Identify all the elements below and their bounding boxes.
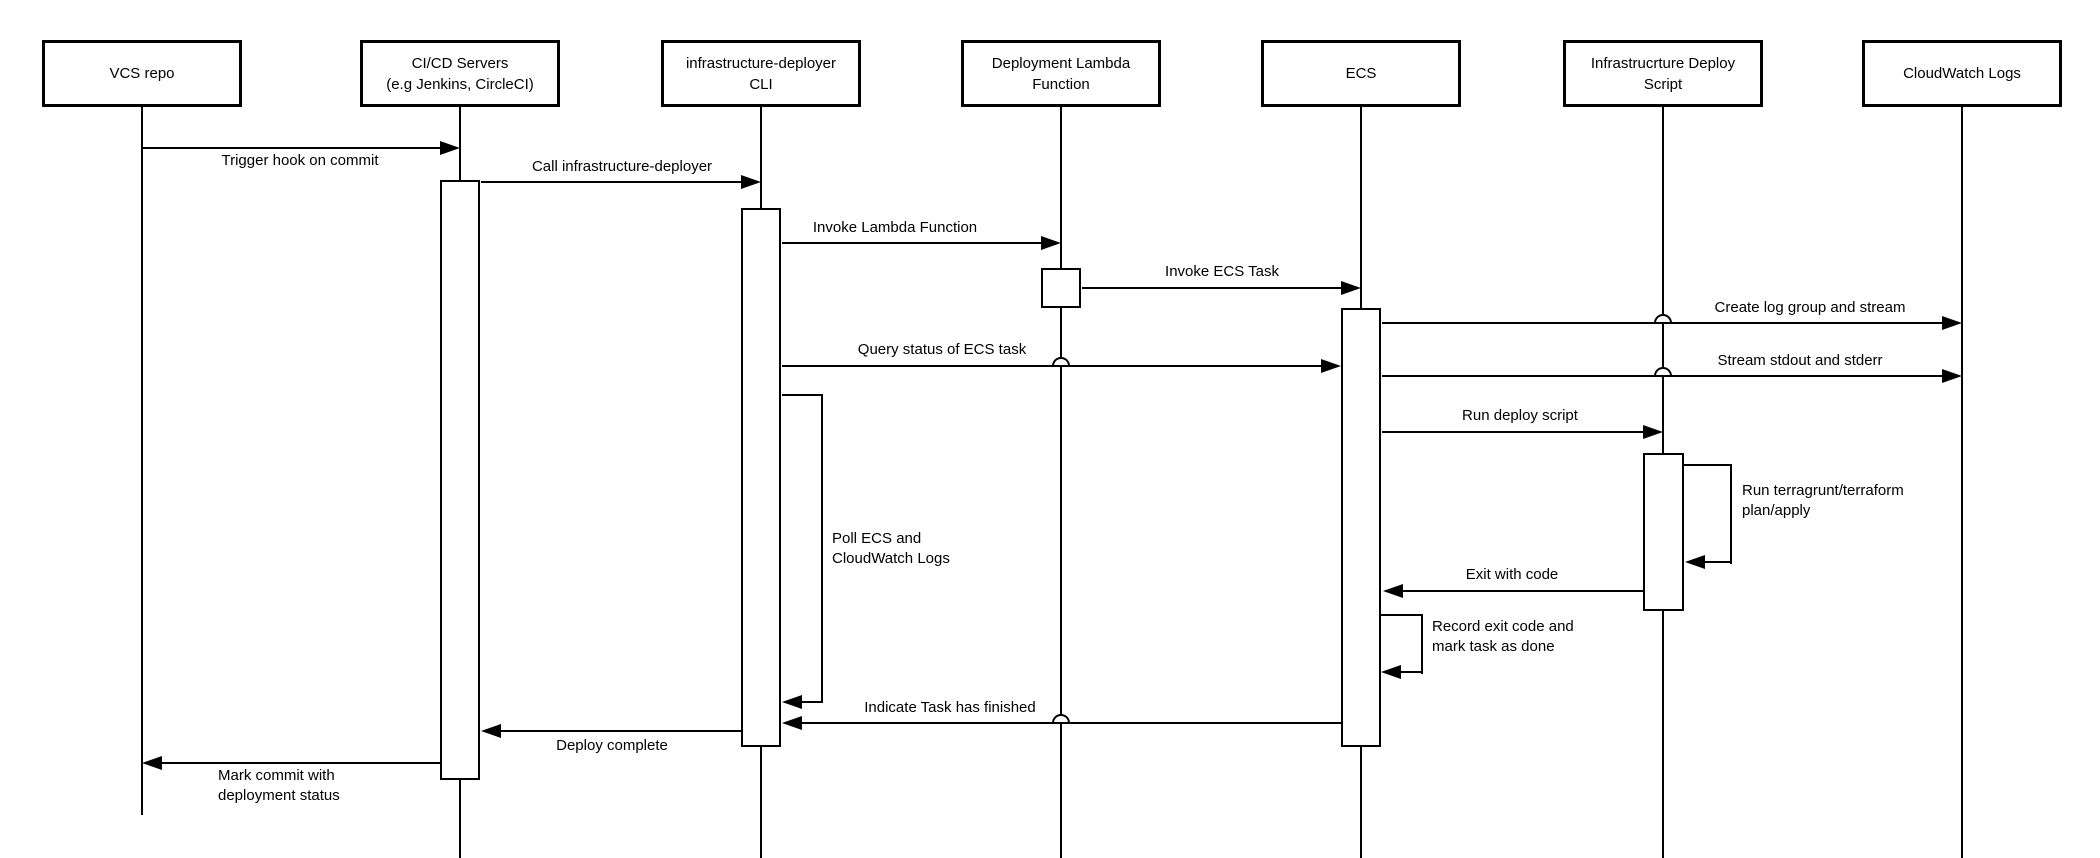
activation-bar-cicd-servers [440,180,480,780]
self-loop-record-exit-top [1381,614,1423,616]
message-label-poll-ecs: Poll ECS and CloudWatch Logs [832,530,950,567]
actor-label: CloudWatch Logs [1903,65,2021,82]
actor-label: Infrastrucrture Deploy Script [1590,54,1736,93]
message-label-call-deployer: Call infrastructure-deployer [531,158,713,175]
self-loop-run-terragrunt-top [1684,464,1732,466]
arrowhead-right-icon [741,175,761,189]
actor-label: ECS [1345,65,1377,82]
activation-bar-deployment-lambda-function [1041,268,1081,308]
message-label-indicate-finished: Indicate Task has finished [864,699,1036,716]
message-arrow-run-deploy-script [1382,431,1645,433]
activation-bar-ecs [1341,308,1381,747]
message-arrow-invoke-ecs-task [1082,287,1343,289]
message-label-create-log-group: Create log group and stream [1714,299,1906,316]
message-label-exit-with-code: Exit with code [1465,566,1559,583]
message-arrow-indicate-finished [800,722,1341,724]
lifeline-cloudwatch-logs [1961,106,1963,858]
message-label-deploy-complete: Deploy complete [556,737,668,754]
self-loop-record-exit-side [1421,614,1423,674]
activation-bar-infrastructure-deployer-cli [741,208,781,747]
actor-box-deployment-lambda-function: Deployment Lambda Function [961,40,1161,107]
message-arrow-query-status [782,365,1323,367]
arrowhead-left-icon [1685,555,1705,569]
message-arrow-invoke-lambda [782,242,1043,244]
actor-label: CI/CD Servers (e.g Jenkins, CircleCI) [386,54,534,93]
message-arrow-create-log-group [1382,322,1944,324]
self-loop-run-terragrunt-bottom [1703,561,1732,563]
arrowhead-right-icon [1341,281,1361,295]
lifeline-deployment-lambda-function [1060,106,1062,858]
arrowhead-left-icon [481,724,501,738]
message-arrow-mark-commit [160,762,440,764]
line-hop [1052,714,1070,723]
actor-box-infrastructure-deployer-cli: infrastructure-deployer CLI [661,40,861,107]
arrowhead-left-icon [782,716,802,730]
actor-box-cicd-servers: CI/CD Servers (e.g Jenkins, CircleCI) [360,40,560,107]
activation-bar-infrastructure-deploy-script [1643,453,1684,611]
arrowhead-right-icon [440,141,460,155]
arrowhead-left-icon [142,756,162,770]
message-label-trigger-hook: Trigger hook on commit [221,152,379,169]
message-label-invoke-lambda: Invoke Lambda Function [812,219,978,236]
actor-box-infrastructure-deploy-script: Infrastrucrture Deploy Script [1563,40,1763,107]
self-loop-record-exit-bottom [1401,671,1423,673]
arrowhead-right-icon [1041,236,1061,250]
self-loop-poll-top [782,394,823,396]
arrowhead-right-icon [1643,425,1663,439]
arrowhead-left-icon [782,695,802,709]
arrowhead-right-icon [1942,316,1962,330]
message-label-query-status: Query status of ECS task [857,341,1027,358]
message-label-invoke-ecs-task: Invoke ECS Task [1165,263,1279,280]
line-hop [1052,357,1070,366]
message-arrow-deploy-complete [499,730,741,732]
self-loop-run-terragrunt-side [1730,464,1732,564]
message-label-stream-stdout: Stream stdout and stderr [1717,352,1883,369]
line-hop [1654,314,1672,323]
message-label-run-terragrunt: Run terragrunt/terraform plan/apply [1742,482,1904,519]
arrowhead-right-icon [1321,359,1341,373]
message-label-mark-commit: Mark commit with deployment status [218,767,340,804]
actor-box-cloudwatch-logs: CloudWatch Logs [1862,40,2062,107]
line-hop [1654,367,1672,376]
self-loop-poll-side [821,394,823,703]
message-arrow-trigger-hook [143,147,442,149]
arrowhead-left-icon [1383,584,1403,598]
actor-label: infrastructure-deployer CLI [685,54,837,93]
self-loop-poll-bottom [800,701,823,703]
arrowhead-right-icon [1942,369,1962,383]
arrowhead-left-icon [1381,665,1401,679]
message-arrow-stream-stdout [1382,375,1944,377]
message-arrow-exit-with-code [1401,590,1643,592]
actor-box-ecs: ECS [1261,40,1461,107]
message-arrow-call-deployer [481,181,743,183]
actor-label: VCS repo [109,65,175,82]
actor-label: Deployment Lambda Function [991,54,1131,93]
message-label-run-deploy-script: Run deploy script [1462,407,1578,424]
lifeline-vcs-repo [141,106,143,815]
actor-box-vcs-repo: VCS repo [42,40,242,107]
message-label-record-exit-code: Record exit code and mark task as done [1432,618,1574,655]
